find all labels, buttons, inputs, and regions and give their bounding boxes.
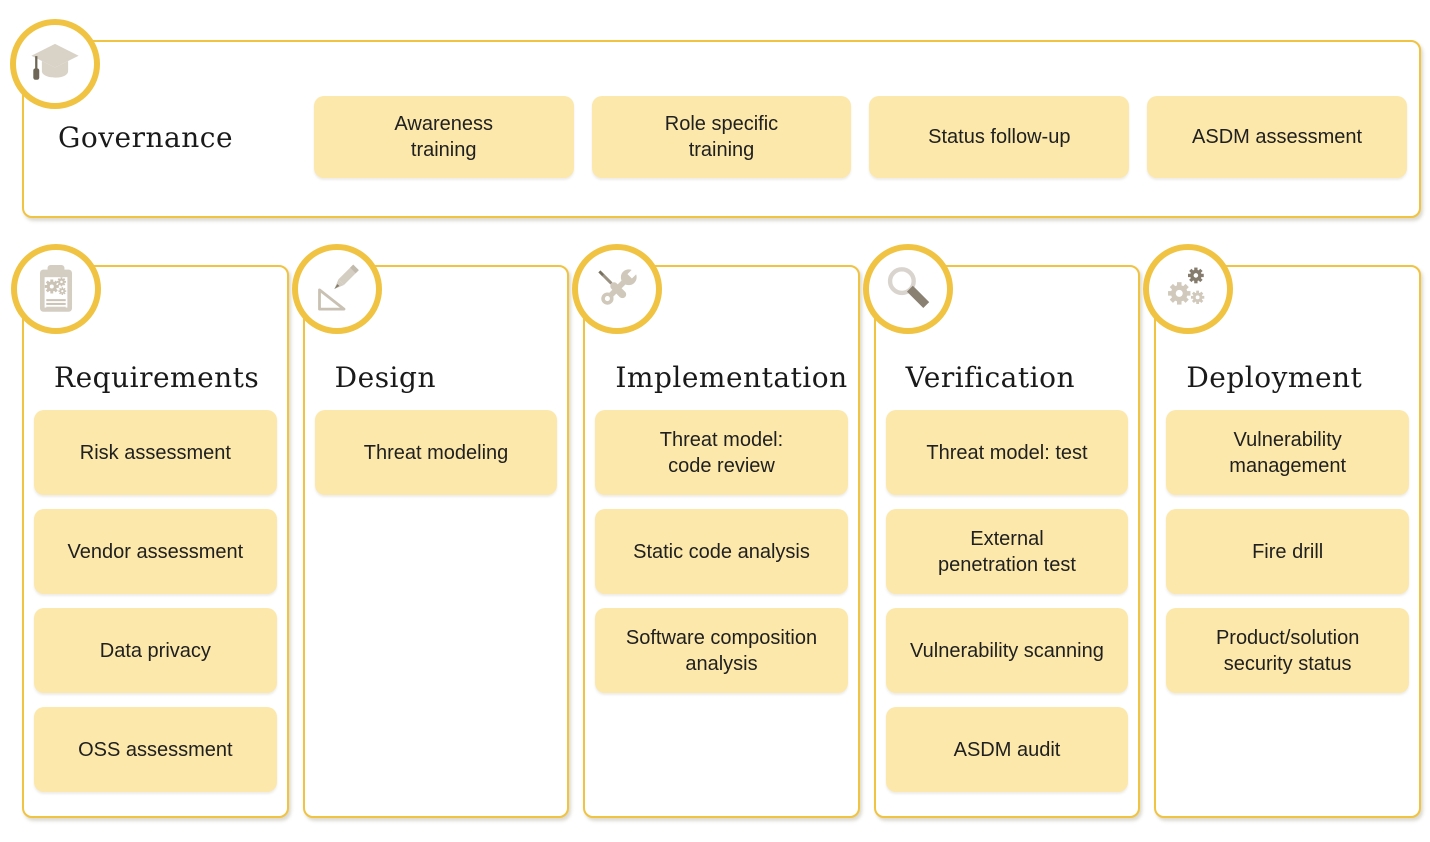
column-design: Design Threat modeling bbox=[291, 244, 570, 818]
governance-section: Governance Awareness training Role speci… bbox=[10, 19, 1421, 218]
governance-badge bbox=[10, 19, 100, 109]
governance-title: Governance bbox=[58, 120, 234, 154]
verification-badge bbox=[862, 244, 953, 334]
governance-item-awareness-training: Awareness training bbox=[313, 96, 574, 178]
column-title-design: Design bbox=[334, 361, 436, 394]
column-title-implementation: Implementation bbox=[615, 361, 848, 394]
item-static-code-analysis: Static code analysis bbox=[595, 509, 848, 594]
governance-item-role-specific-training: Role specific training bbox=[591, 96, 852, 178]
item-data-privacy: Data privacy bbox=[34, 608, 277, 693]
item-vulnerability-scanning: Vulnerability scanning bbox=[885, 608, 1129, 693]
item-threat-model-test: Threat model: test bbox=[885, 410, 1129, 495]
governance-item-asdm-assessment: ASDM assessment bbox=[1147, 96, 1407, 178]
column-implementation: Implementation Threat model: code review… bbox=[572, 244, 860, 818]
item-threat-model-code-review: Threat model: code review bbox=[595, 410, 848, 495]
column-deployment: Deployment Vulnerability management Fire… bbox=[1143, 244, 1421, 818]
item-product-solution-security-status: Product/solution security status bbox=[1166, 608, 1409, 693]
item-risk-assessment: Risk assessment bbox=[34, 410, 277, 495]
item-vulnerability-management: Vulnerability management bbox=[1166, 410, 1409, 495]
magnifier-icon bbox=[880, 261, 936, 317]
column-title-requirements: Requirements bbox=[54, 361, 260, 394]
screwdriver-wrench-icon bbox=[589, 261, 645, 317]
gears-icon bbox=[1160, 261, 1216, 317]
column-requirements: Requirements Risk assessment Vendor asse… bbox=[11, 244, 289, 818]
graduation-cap-icon bbox=[27, 36, 83, 92]
column-verification: Verification Threat model: test External… bbox=[862, 244, 1141, 818]
deployment-badge bbox=[1143, 244, 1234, 334]
item-vendor-assessment: Vendor assessment bbox=[34, 509, 277, 594]
requirements-badge bbox=[11, 244, 101, 334]
item-fire-drill: Fire drill bbox=[1166, 509, 1409, 594]
item-oss-assessment: OSS assessment bbox=[34, 707, 277, 792]
implementation-badge bbox=[572, 244, 663, 334]
item-external-penetration-test: External penetration test bbox=[885, 509, 1129, 594]
column-title-deployment: Deployment bbox=[1186, 361, 1363, 394]
column-title-verification: Verification bbox=[905, 361, 1075, 394]
item-asdm-audit: ASDM audit bbox=[885, 707, 1129, 792]
item-threat-modeling: Threat modeling bbox=[314, 410, 558, 495]
clipboard-gears-icon bbox=[29, 262, 83, 316]
governance-item-status-follow-up: Status follow-up bbox=[869, 96, 1130, 178]
item-software-composition-analysis: Software composition analysis bbox=[595, 608, 848, 693]
design-badge bbox=[291, 244, 382, 334]
phase-columns: Requirements Risk assessment Vendor asse… bbox=[11, 244, 1421, 818]
set-square-pencil-icon bbox=[309, 261, 365, 317]
